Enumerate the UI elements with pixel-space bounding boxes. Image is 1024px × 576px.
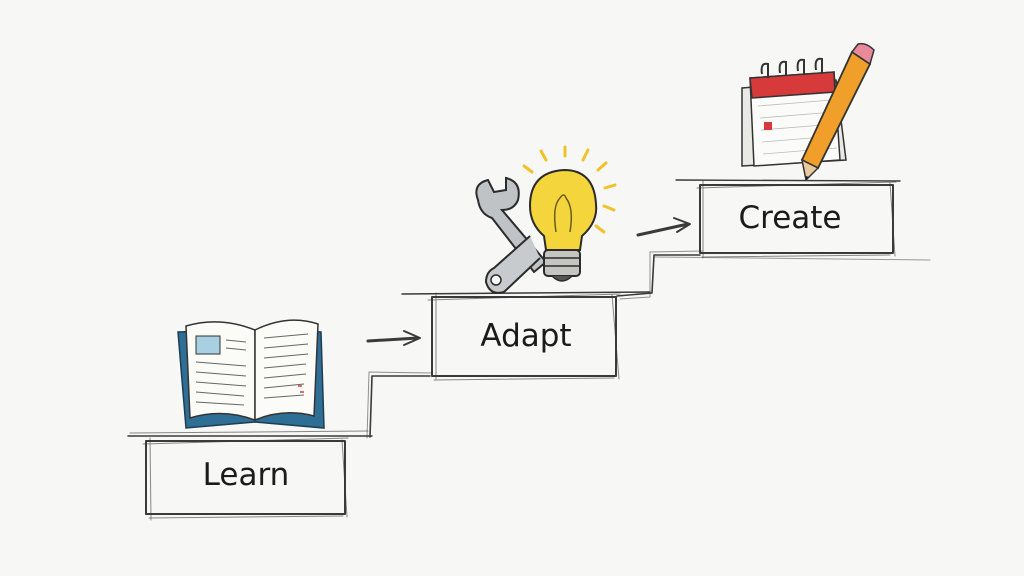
step-label-adapt: Adapt — [480, 318, 571, 354]
staircase-outline — [127, 179, 931, 521]
arrow-icon — [636, 217, 691, 237]
arrow-icon — [366, 330, 421, 346]
open-book-icon — [177, 319, 325, 429]
calendar-and-pencil-icon — [741, 42, 875, 182]
step-label-learn: Learn — [203, 457, 290, 493]
wrench-and-lightbulb-icon — [475, 145, 617, 294]
step-label-create: Create — [738, 200, 841, 236]
